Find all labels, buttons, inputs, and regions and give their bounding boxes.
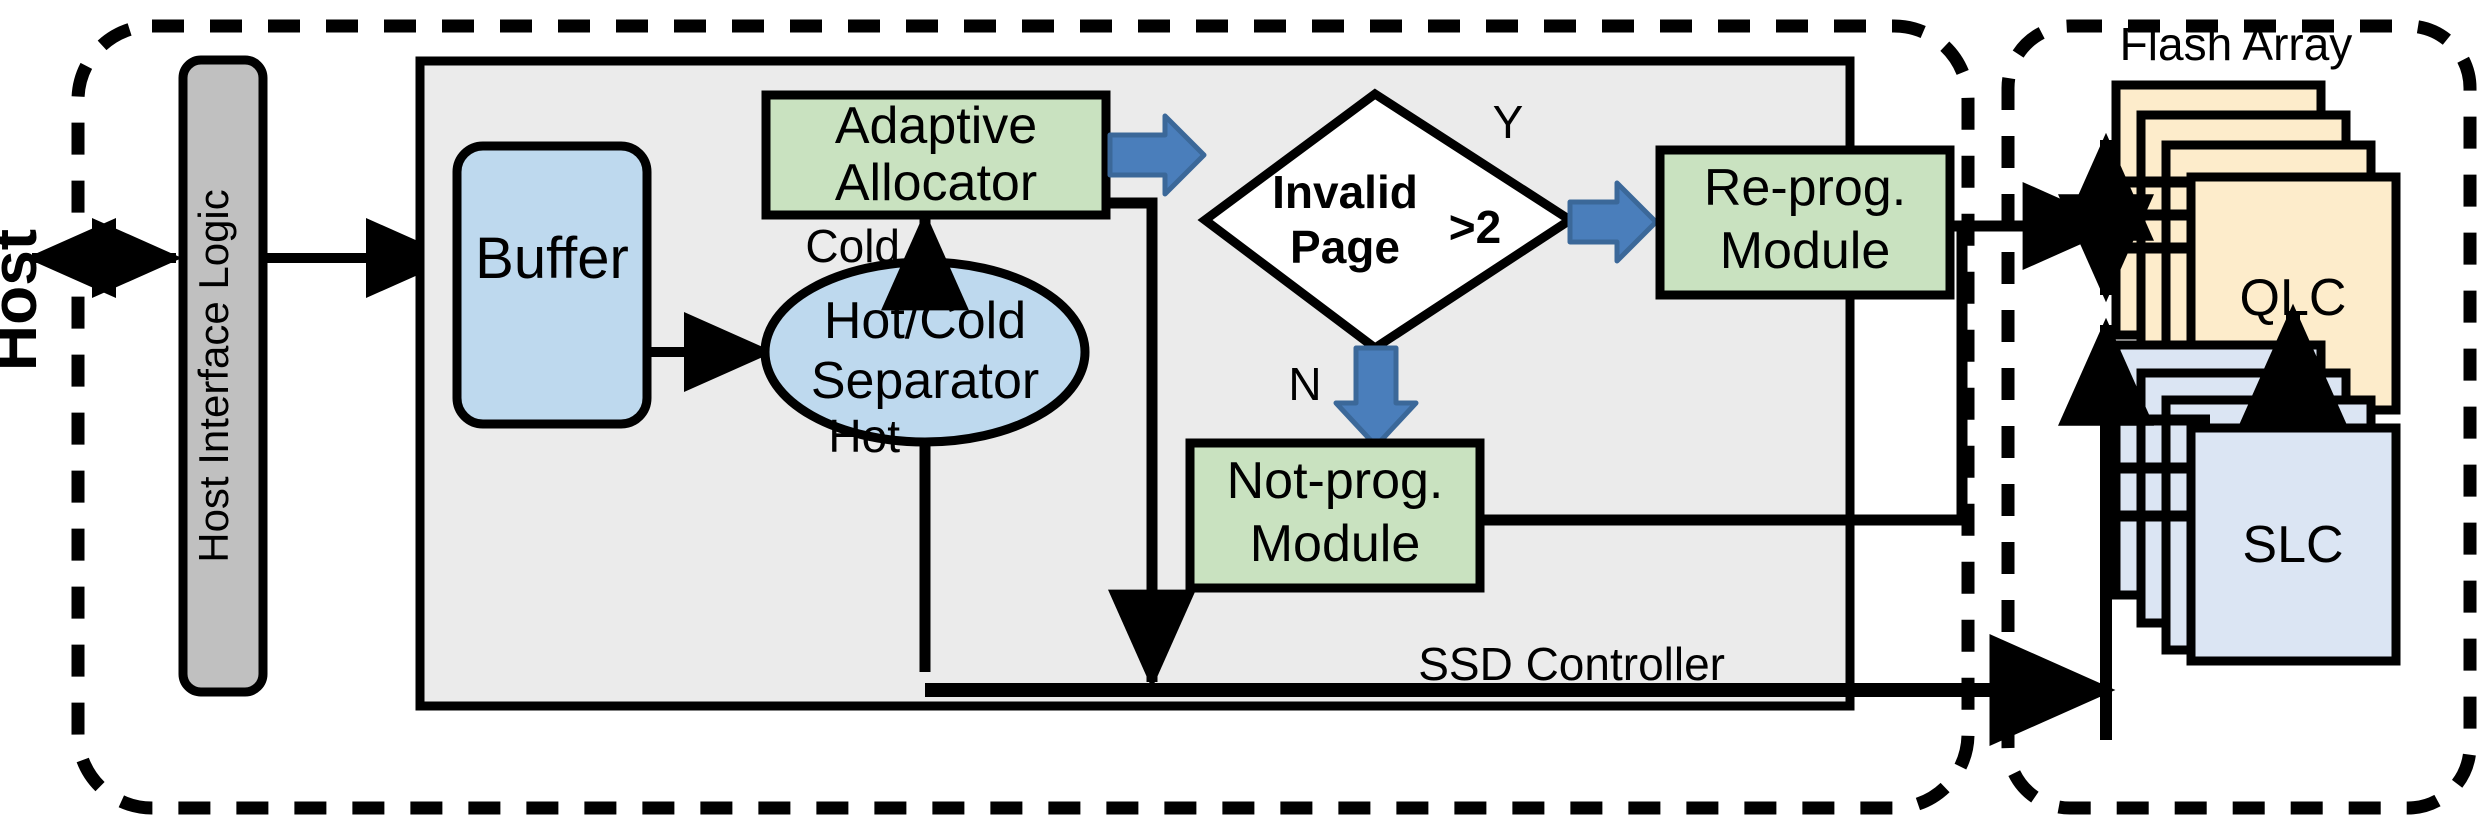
buffer-box[interactable] [452,141,652,429]
ssd-controller-label: SSD Controller [1418,638,1725,690]
allocator-to-decision-blue-arrow [1107,113,1207,197]
notprog-module-label-line1: Not-prog. [1227,452,1444,510]
flash-array-boundary [2001,19,2477,815]
notprog-module-box[interactable] [1185,438,1485,593]
decision-threshold-label: >2 [1449,201,1501,253]
hot-edge-label: Hot [828,410,900,462]
hot-cold-separator-label-line2: Separator [811,352,1039,410]
slc-label: SLC [2242,516,2343,574]
decision-to-notprog-blue-arrow [1333,345,1419,449]
cold-edge-label: Cold [805,220,900,272]
reprog-module-label-line1: Re-prog. [1704,159,1906,217]
decision-yes-label: Y [1493,96,1524,148]
slc-chip-main[interactable] [2186,423,2401,666]
hot-cold-separator-label-line1: Hot/Cold [824,292,1026,350]
host-label: Host [0,229,50,371]
host-interface-logic-label: Host Interface Logic [190,189,237,563]
adaptive-allocator-box[interactable] [761,90,1111,220]
ssd-controller-panel [420,61,1850,456]
adaptive-allocator-label-line2: Allocator [835,154,1037,212]
buffer-label: Buffer [475,226,629,291]
decision-no-label: N [1288,358,1321,410]
notprog-to-qlc-line [1480,226,1968,526]
reprog-module-label-line2: Module [1720,222,1891,280]
adaptive-allocator-label-line1: Adaptive [835,97,1037,155]
ssd-controller-panel-border [415,56,1855,711]
allocator-hot-return-line [1106,197,1158,672]
decision-to-reprog-blue-arrow [1567,180,1659,264]
ssd-device-boundary [71,19,1975,815]
host-interface-logic-box[interactable] [178,55,268,697]
decision-label-line2: Page [1290,221,1400,273]
notprog-module-label-line2: Module [1250,515,1421,573]
decision-label-line1: Invalid [1272,166,1418,218]
flash-array-title: Flash Array [2120,18,2353,70]
